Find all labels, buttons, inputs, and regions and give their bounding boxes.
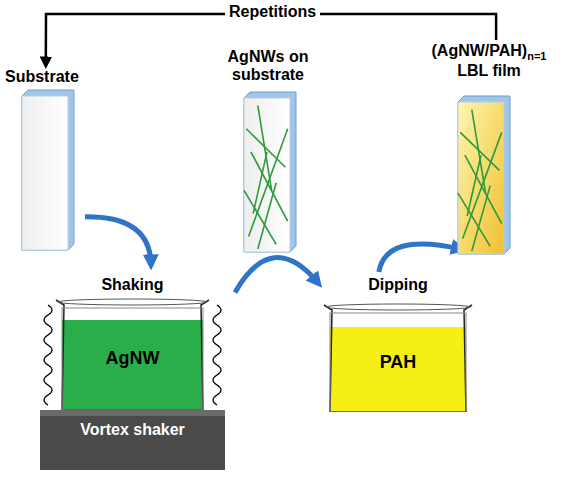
slide-label: Substrate bbox=[5, 68, 85, 86]
slide-label: LBL film bbox=[418, 62, 560, 80]
vortex-shaker-drawing bbox=[40, 410, 225, 470]
slide-label-line: (AgNW/PAH)n=1 bbox=[418, 42, 560, 63]
solution-label: PAH bbox=[318, 352, 478, 373]
process-arrow bbox=[235, 258, 318, 293]
pah-beaker: DippingPAH bbox=[318, 272, 478, 412]
nanowire-substrate: AgNWs on substrate bbox=[222, 48, 314, 255]
process-arrow bbox=[379, 244, 461, 272]
loop-label: Repetitions bbox=[225, 2, 320, 21]
glass-substrate: Substrate bbox=[5, 68, 85, 254]
agnw-beaker: ShakingAgNW bbox=[30, 270, 235, 410]
vortex-shaker: Vortex shaker bbox=[40, 410, 225, 470]
slide-label-subscript: n=1 bbox=[527, 50, 546, 62]
process-arrow bbox=[85, 217, 151, 264]
slide-label: (AgNW/PAH) bbox=[432, 42, 528, 59]
lbl-film-substrate: (AgNW/PAH)n=1LBL film bbox=[418, 40, 560, 255]
slide-label: AgNWs on substrate bbox=[222, 48, 314, 85]
glass-substrate-drawing bbox=[5, 68, 85, 254]
step-label: Shaking bbox=[30, 276, 235, 294]
step-label: Dipping bbox=[318, 276, 478, 294]
device-label: Vortex shaker bbox=[40, 421, 225, 439]
solution-label: AgNW bbox=[30, 348, 235, 369]
